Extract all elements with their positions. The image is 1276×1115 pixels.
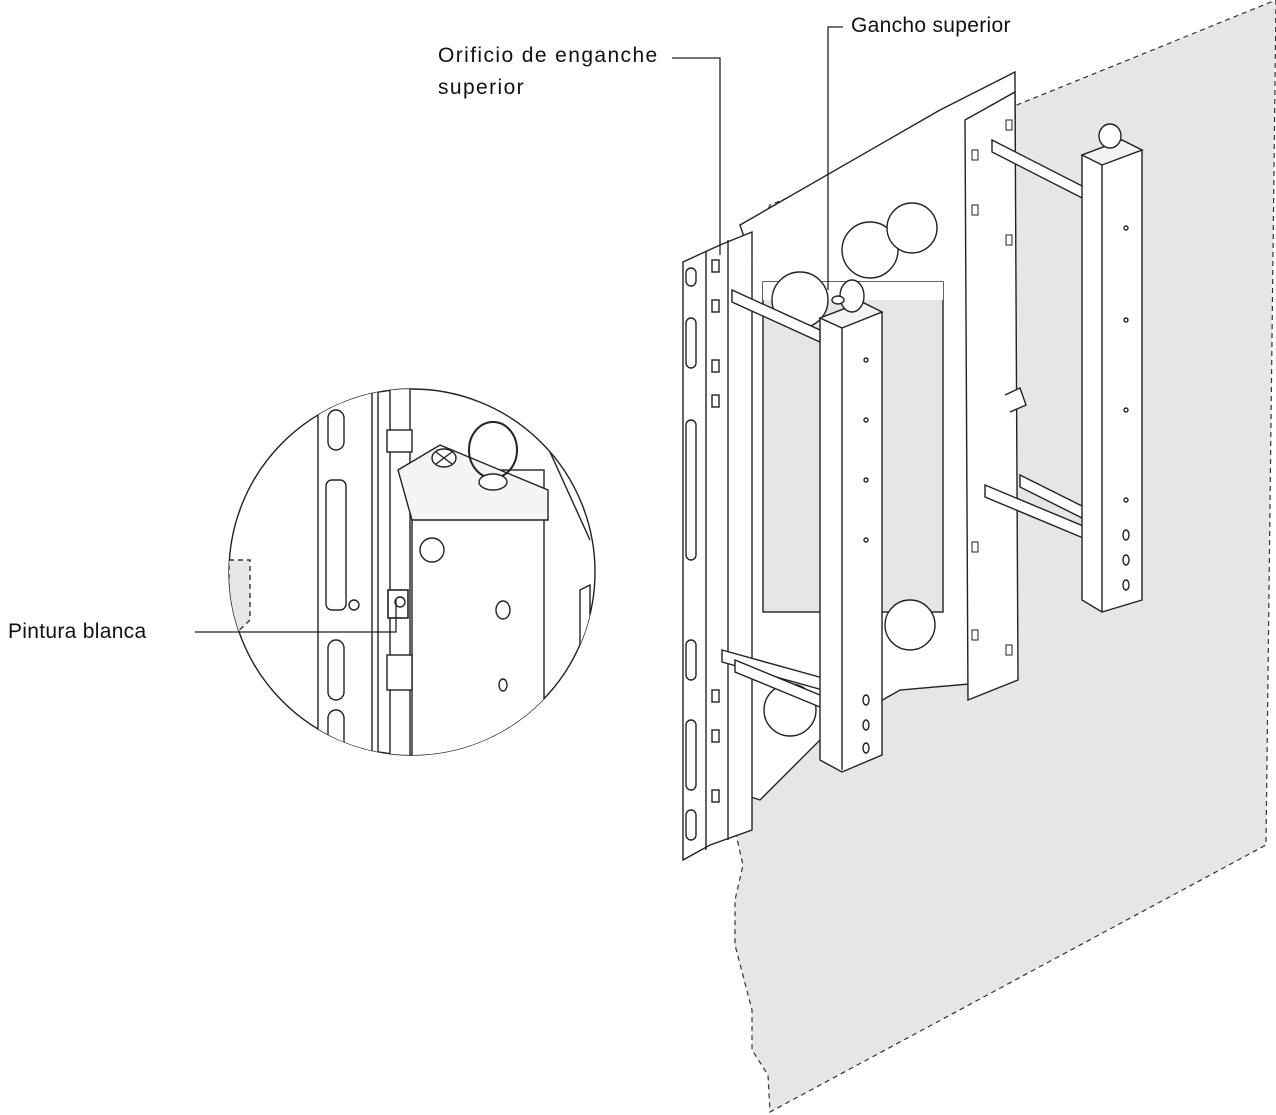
zoom-detail [228,388,596,756]
white-paint-label: Pintura blanca [8,620,147,643]
left-rail [682,230,753,862]
right-hanger-bracket [1080,123,1144,613]
attachment-arrows [721,138,1091,714]
center-hanger-bracket [818,279,884,773]
leader-lines [195,26,843,633]
upper-hook-hole-label-line2: superior [438,76,526,99]
upper-hook-hole-label-line1: Orificio de enganche [438,44,659,67]
upper-hook-hole-label: Orificio de enganche superior [438,40,659,104]
upper-hook-label: Gancho superior [851,14,1011,37]
